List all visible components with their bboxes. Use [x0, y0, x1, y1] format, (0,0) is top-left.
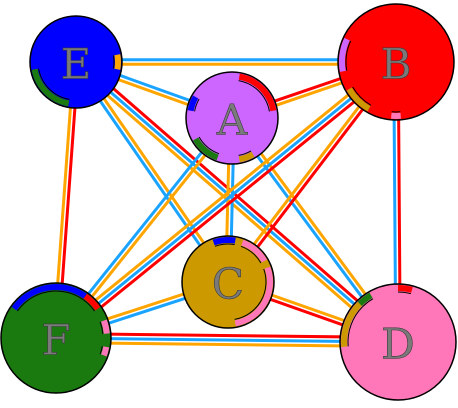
- node-D[interactable]: D: [339, 283, 457, 401]
- node-label: C: [212, 260, 244, 309]
- node-arc-outline: [99, 321, 104, 334]
- node-arc-marker: [31, 68, 70, 107]
- node-label: A: [216, 96, 248, 145]
- node-arc-outline: [352, 86, 372, 106]
- node-label: F: [41, 316, 70, 365]
- node-arc-outline: [397, 291, 412, 295]
- node-label: D: [381, 320, 415, 369]
- node-circle: [29, 15, 123, 109]
- node-arc-outline: [112, 55, 115, 69]
- node-arc-marker: [187, 95, 199, 112]
- node-circle: [181, 235, 275, 329]
- edge-strand-blue: [75, 60, 399, 344]
- edge-strand-orange: [72, 64, 397, 347]
- node-arc-outline: [362, 298, 374, 308]
- node-arc-outline: [345, 40, 352, 71]
- node-arc-outline: [240, 245, 262, 264]
- node-arc-marker: [193, 137, 219, 161]
- node-A[interactable]: A: [185, 71, 279, 165]
- node-arc-marker: [238, 73, 277, 112]
- node-C[interactable]: C: [181, 235, 275, 329]
- nodes-layer: E B A C F D: [0, 3, 457, 401]
- node-circle: [0, 282, 112, 394]
- edge-strand-red: [57, 64, 400, 343]
- node-label: E: [61, 40, 92, 89]
- node-arc-marker: [339, 37, 350, 72]
- edge-B-F: [52, 57, 400, 343]
- node-B[interactable]: B: [337, 3, 455, 121]
- node-arc-outline: [38, 68, 70, 100]
- edge-strand-red: [77, 57, 402, 340]
- node-label: B: [381, 40, 412, 89]
- node-arc-marker: [238, 151, 255, 163]
- node-arc-outline: [347, 306, 363, 347]
- node-arc-marker: [114, 54, 121, 70]
- node-arc-marker: [357, 292, 373, 306]
- node-arc-marker: [234, 266, 273, 327]
- node-arc-outline: [234, 268, 267, 320]
- node-circle: [337, 3, 455, 121]
- node-arc-outline: [214, 243, 235, 247]
- node-arc-marker: [101, 346, 110, 357]
- node-arc-outline: [99, 346, 103, 355]
- node-arc-outline: [82, 299, 95, 312]
- node-circle: [339, 283, 457, 401]
- node-arc-marker: [241, 239, 267, 263]
- edge-strand-blue: [55, 60, 397, 340]
- node-arc-marker: [212, 237, 236, 246]
- node-arc-marker: [341, 301, 363, 347]
- node-arc-outline: [238, 150, 252, 156]
- node-arc-outline: [198, 136, 220, 155]
- node-circle: [185, 71, 279, 165]
- node-arc-outline: [17, 290, 84, 312]
- node-arc-outline: [238, 80, 270, 112]
- edge-E-D: [72, 57, 402, 347]
- node-arc-marker: [11, 284, 87, 311]
- node-E[interactable]: E: [29, 15, 123, 109]
- node-arc-marker: [397, 285, 413, 293]
- node-arc-marker: [101, 319, 110, 334]
- edge-strand-orange: [52, 57, 395, 336]
- node-arc-marker: [346, 87, 371, 112]
- node-arc-outline: [194, 98, 200, 112]
- node-F[interactable]: F: [0, 282, 112, 394]
- node-arc-marker: [83, 293, 101, 311]
